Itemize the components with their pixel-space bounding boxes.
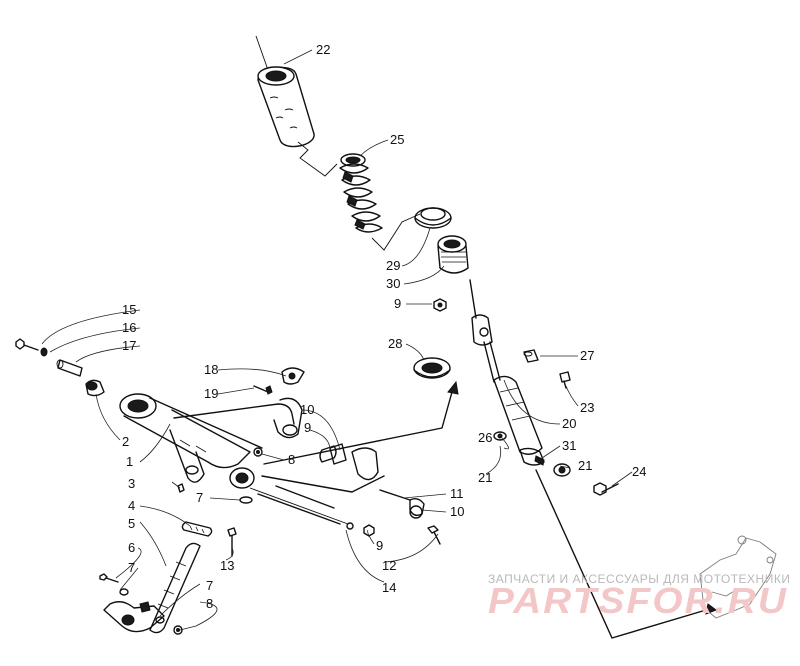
part-4-link-rod — [181, 521, 213, 537]
connector-line-2 — [371, 213, 421, 251]
callout-19: 19 — [204, 386, 218, 401]
callout-31: 31 — [562, 438, 576, 453]
callout-8-bottom: 8 — [206, 596, 213, 611]
callout-20: 20 — [562, 416, 576, 431]
callout-25: 25 — [390, 132, 404, 147]
callout-labels: 22 25 29 30 9 28 27 23 20 31 21 26 21 24… — [122, 42, 646, 611]
callout-14: 14 — [382, 580, 396, 595]
part-29-spring-seat — [414, 207, 452, 229]
callout-5: 5 — [128, 516, 135, 531]
callout-11: 11 — [450, 486, 464, 501]
callout-21-right: 21 — [578, 458, 592, 473]
callout-15: 15 — [122, 302, 136, 317]
callout-1: 1 — [126, 454, 133, 469]
part-22-dust-boot — [255, 35, 315, 148]
part-28-washer — [413, 357, 451, 379]
part-9-nut-upper — [433, 298, 447, 312]
callout-22: 22 — [316, 42, 330, 57]
part-12-bolt — [427, 525, 441, 545]
watermark-tagline: ЗАПЧАСТИ И АКСЕССУАРЫ ДЛЯ МОТОТЕХНИКИ — [488, 572, 790, 586]
callout-9-lower: 9 — [376, 538, 383, 553]
callout-7-left: 7 — [128, 560, 135, 575]
callout-9-mid: 9 — [304, 420, 311, 435]
callout-9-upper: 9 — [394, 296, 401, 311]
callout-17: 17 — [122, 338, 136, 353]
callout-7: 7 — [196, 490, 203, 505]
watermark-brand: PARTSFOR.RU — [488, 580, 788, 621]
part-13-bolt — [227, 527, 237, 557]
connector-line — [297, 141, 338, 177]
part-7-washer-lower — [119, 588, 129, 596]
part-23-bolt — [559, 371, 571, 389]
callout-27: 27 — [580, 348, 594, 363]
callout-18: 18 — [204, 362, 218, 377]
assembly-axis-line — [249, 487, 349, 525]
callout-26: 26 — [478, 430, 492, 445]
part-20-shock-absorber — [469, 279, 545, 466]
suspension-arm-frame — [173, 397, 385, 525]
part-3-grease-fitting — [177, 483, 185, 493]
part-8-nut — [253, 447, 263, 457]
callout-23: 23 — [580, 400, 594, 415]
part-18-clamp — [281, 367, 305, 385]
callout-8: 8 — [288, 452, 295, 467]
callout-30: 30 — [386, 276, 400, 291]
part-17-spacer — [56, 359, 83, 377]
callout-10-upper: 10 — [300, 402, 314, 417]
part-2-bushing — [85, 379, 105, 397]
part-24-bolt — [593, 482, 619, 496]
part-27-bushing — [523, 349, 539, 363]
part-10-bushing-upper — [319, 445, 337, 463]
part-10-bushing-lower — [409, 505, 423, 519]
callout-16: 16 — [122, 320, 136, 335]
part-11-shaft — [379, 489, 425, 517]
ski-thumbnail — [699, 535, 777, 619]
part-26-nut — [493, 431, 507, 441]
callout-2: 2 — [122, 434, 129, 449]
callout-28: 28 — [388, 336, 402, 351]
routing-arrow-upper — [263, 391, 453, 465]
part-9-nut-lower — [346, 522, 375, 537]
callout-12: 12 — [382, 558, 396, 573]
arrow-head-upper — [447, 380, 459, 395]
part-1-cross-shaft — [119, 393, 263, 489]
leader-lines — [41, 49, 633, 631]
part-5-spindle-arm — [103, 542, 201, 634]
part-19-bolt — [253, 385, 273, 395]
callout-3: 3 — [128, 476, 135, 491]
part-25-coil-spring — [339, 153, 383, 233]
callout-29: 29 — [386, 258, 400, 273]
callout-24: 24 — [632, 464, 646, 479]
callout-13: 13 — [220, 558, 234, 573]
part-7-washer-bottom — [155, 616, 165, 624]
part-8-nut-lower — [173, 625, 183, 635]
callout-21-left: 21 — [478, 470, 492, 485]
callout-6: 6 — [128, 540, 135, 555]
callout-7-bottom: 7 — [206, 578, 213, 593]
watermark: ЗАПЧАСТИ И АКСЕССУАРЫ ДЛЯ МОТОТЕХНИКИ PA… — [488, 572, 790, 621]
part-21-bushing — [553, 463, 571, 477]
callout-10-lower: 10 — [450, 504, 464, 519]
part-6-bolt — [99, 573, 119, 583]
part-15-bolt — [15, 338, 39, 351]
callout-4: 4 — [128, 498, 135, 513]
part-7-washer — [239, 496, 253, 504]
part-16-washer — [40, 347, 48, 357]
part-30-adjuster-collar — [437, 235, 469, 274]
routing-arrow-lower — [535, 469, 707, 639]
